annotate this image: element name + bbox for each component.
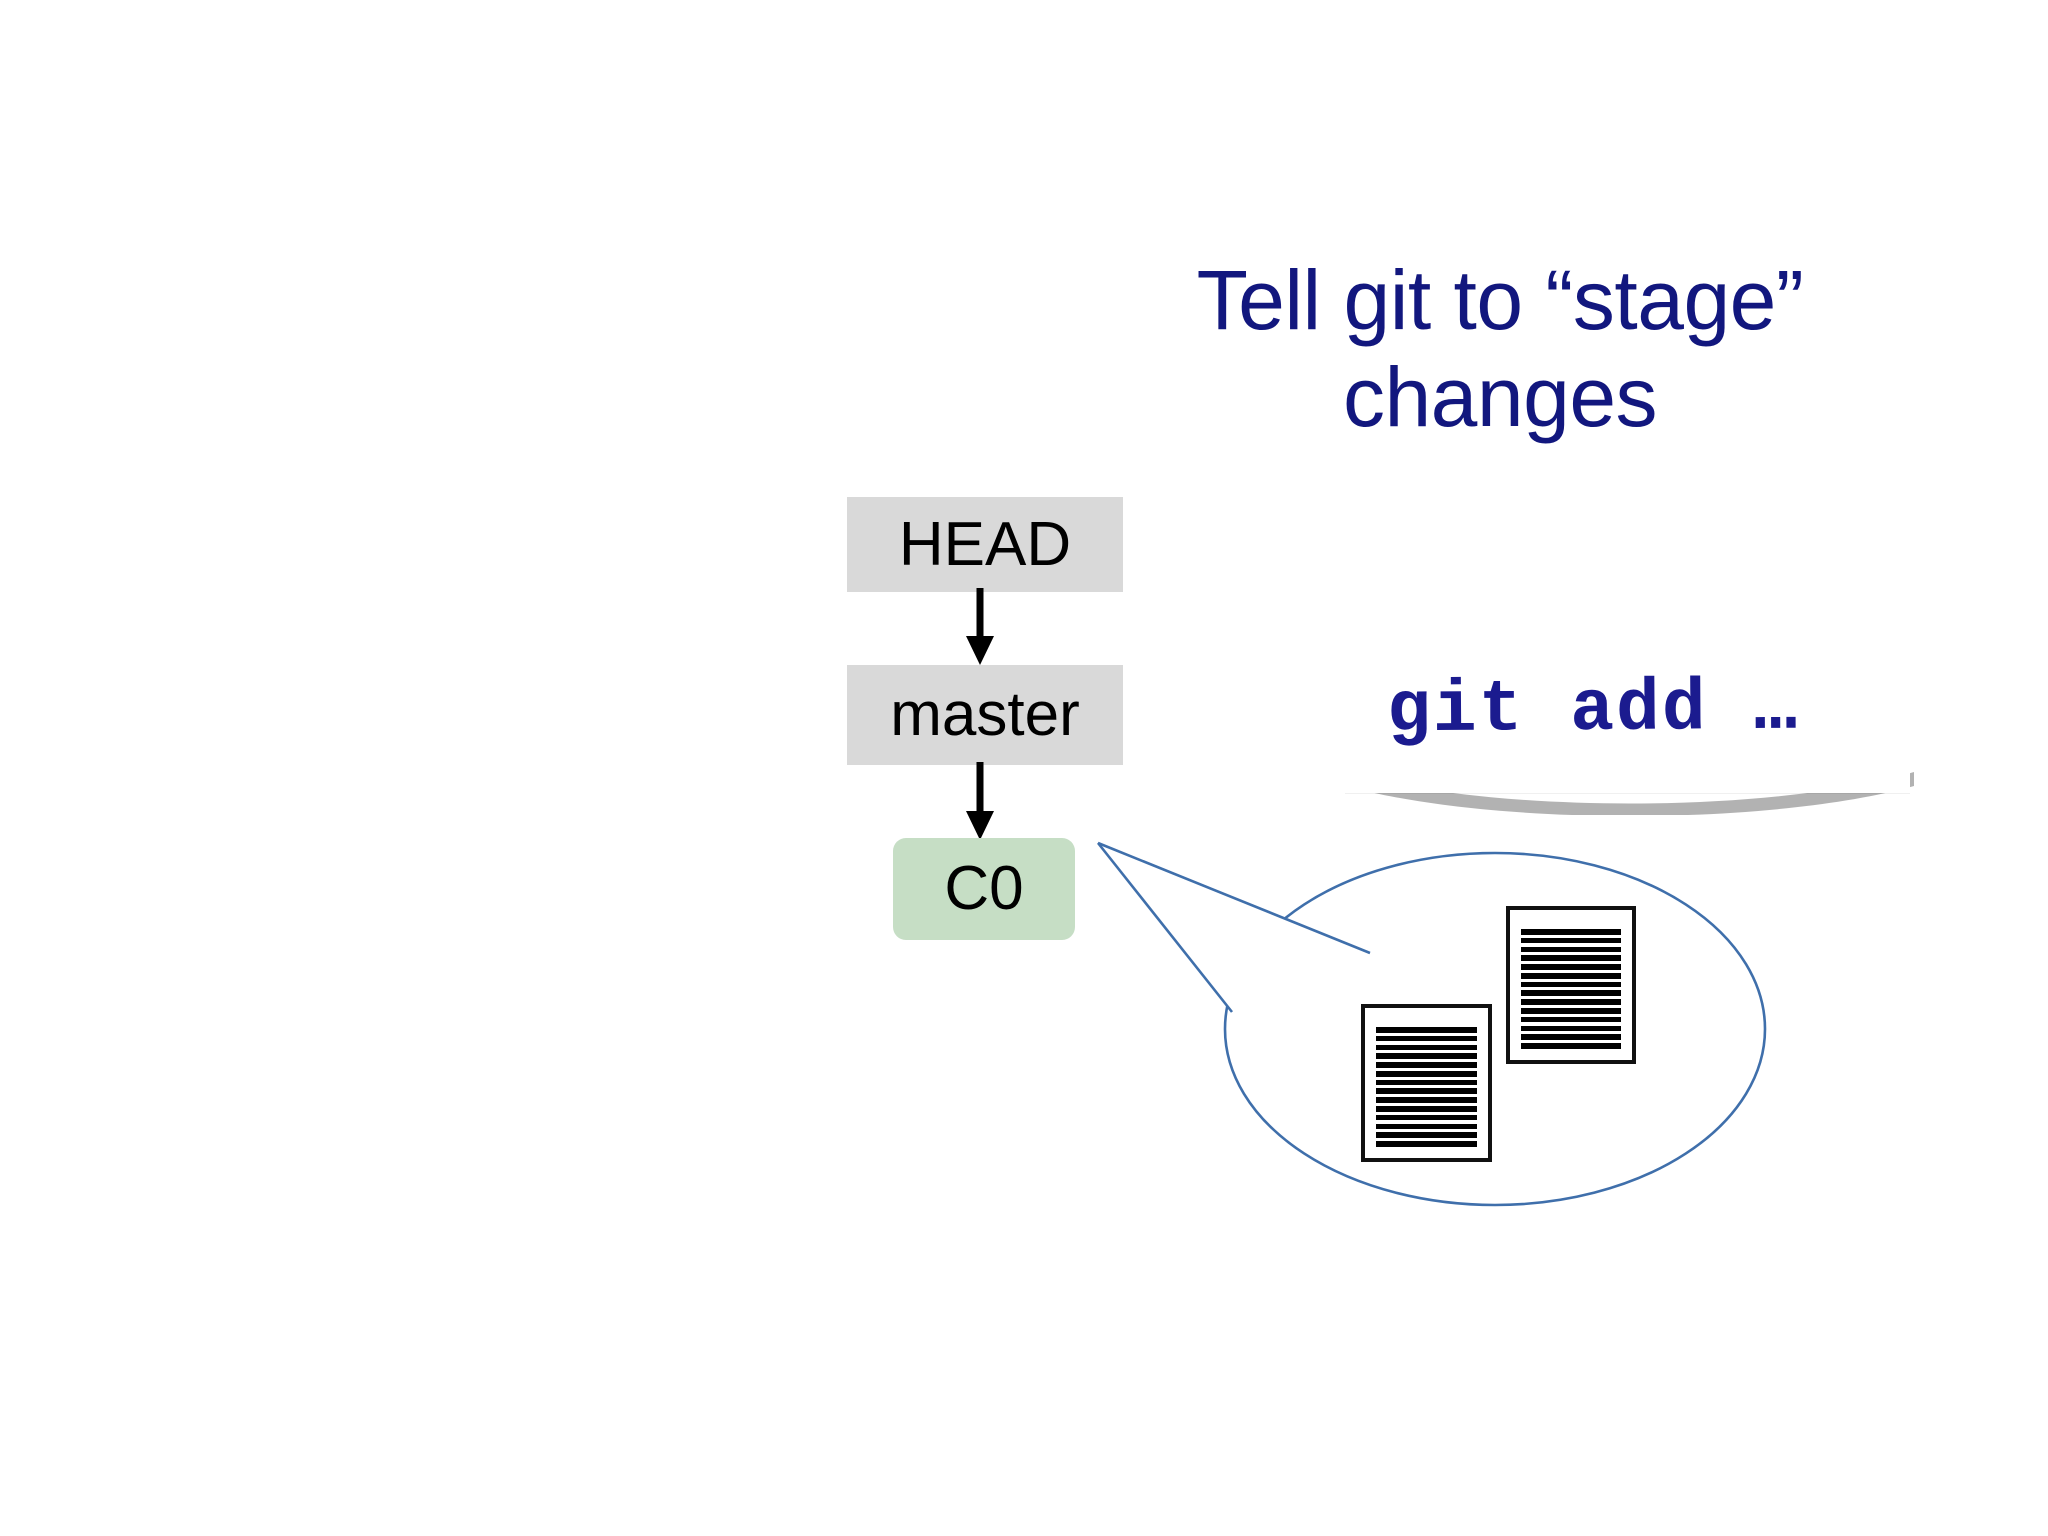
document-icon-front <box>1361 1004 1492 1162</box>
doc-line <box>1521 1008 1621 1014</box>
command-text: git add … <box>1386 666 1800 752</box>
arrow-master-to-c0 <box>966 762 994 840</box>
doc-line <box>1376 1106 1477 1112</box>
doc-line <box>1521 981 1621 988</box>
doc-line <box>1521 964 1621 970</box>
doc-line <box>1376 1141 1477 1147</box>
doc-line <box>1376 1123 1477 1130</box>
doc-line <box>1521 937 1621 944</box>
commit-node-c0[interactable]: C0 <box>893 838 1075 940</box>
doc-line <box>1521 946 1621 953</box>
arrow-head-to-master <box>966 588 994 665</box>
commit-node-c0-label: C0 <box>944 854 1024 923</box>
doc-line <box>1376 1070 1477 1077</box>
doc-line <box>1521 972 1621 979</box>
doc-line <box>1376 1027 1477 1033</box>
page-title: Tell git to “stage” changes <box>1196 253 1804 445</box>
callout-tail-upper-edge <box>1097 841 1371 955</box>
doc-line <box>1521 929 1621 935</box>
doc-line <box>1521 1016 1621 1023</box>
ref-box-head-label: HEAD <box>898 509 1072 579</box>
doc-line <box>1376 1053 1477 1059</box>
doc-line <box>1376 1114 1477 1121</box>
doc-line <box>1376 1062 1477 1068</box>
ref-box-master[interactable]: master <box>847 665 1123 765</box>
ref-box-master-label: master <box>890 680 1080 749</box>
callout-tail-lower-edge <box>1096 842 1234 1013</box>
doc-line <box>1521 1034 1621 1040</box>
document-back-lines <box>1521 929 1621 1049</box>
document-front-lines <box>1376 1027 1477 1147</box>
doc-line <box>1521 955 1621 961</box>
doc-line <box>1521 999 1621 1005</box>
doc-line <box>1376 1035 1477 1042</box>
ref-box-head[interactable]: HEAD <box>847 497 1123 592</box>
doc-line <box>1376 1132 1477 1138</box>
command-card: git add … <box>1345 625 1910 793</box>
doc-line <box>1376 1079 1477 1086</box>
callout-ellipse <box>1223 851 1767 1207</box>
doc-line <box>1521 1043 1621 1049</box>
command-card-shadow <box>1346 772 1914 815</box>
document-icon-back <box>1506 906 1636 1064</box>
doc-line <box>1521 1025 1621 1032</box>
doc-line <box>1376 1044 1477 1051</box>
doc-line <box>1376 1097 1477 1103</box>
callout-tail-fill <box>1098 843 1370 1010</box>
doc-line <box>1376 1088 1477 1095</box>
doc-line <box>1521 990 1621 997</box>
